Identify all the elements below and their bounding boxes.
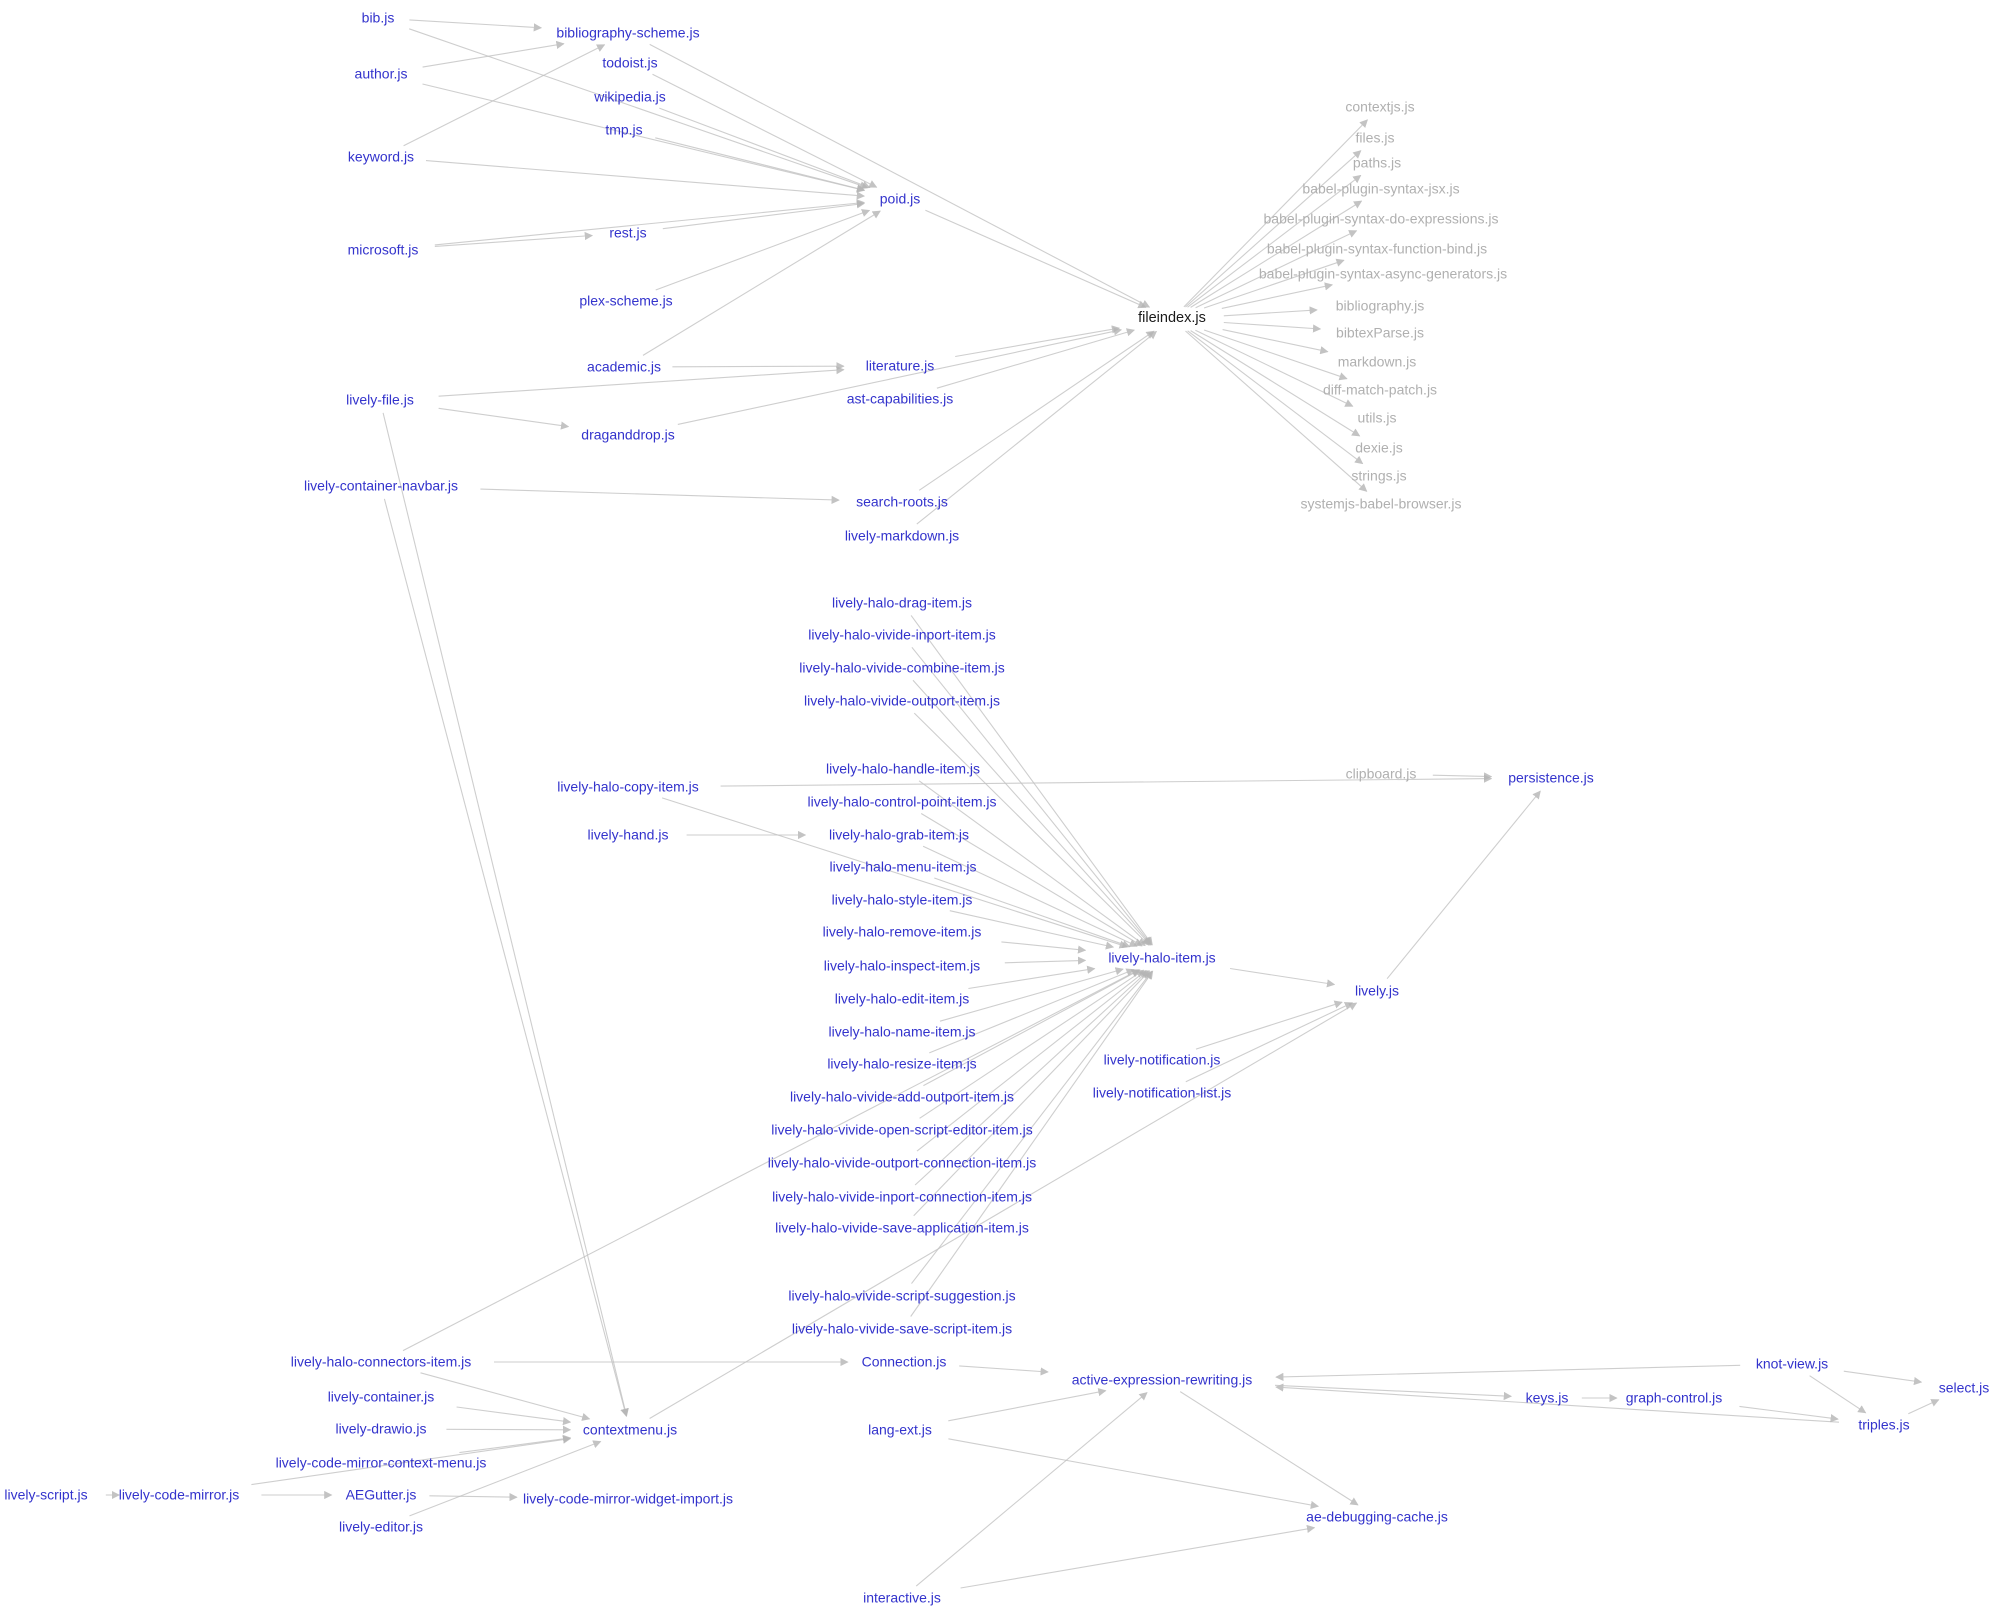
node-contextjs[interactable]: contextjs.js: [1345, 98, 1415, 115]
node-AEGutter[interactable]: AEGutter.js: [345, 1486, 417, 1503]
node-lively-halo-drag-item[interactable]: lively-halo-drag-item.js: [831, 594, 973, 611]
node-lively-container[interactable]: lively-container.js: [327, 1388, 435, 1405]
node-search-roots[interactable]: search-roots.js: [856, 493, 948, 510]
node-knot-view[interactable]: knot-view.js: [1755, 1355, 1829, 1372]
node-keyword[interactable]: keyword.js: [347, 148, 415, 165]
node-lively-file[interactable]: lively-file.js: [346, 391, 414, 408]
node-markdown[interactable]: markdown.js: [1337, 353, 1417, 370]
node-rest[interactable]: rest.js: [609, 224, 647, 241]
node-bibliography-scheme[interactable]: bibliography-scheme.js: [556, 24, 700, 41]
node-lively-halo-vivide-outport-connection-item[interactable]: lively-halo-vivide-outport-connection-it…: [767, 1154, 1037, 1171]
node-lively[interactable]: lively.js: [1354, 982, 1400, 999]
node-bibtexParse[interactable]: bibtexParse.js: [1336, 324, 1424, 341]
node-dexie[interactable]: dexie.js: [1355, 439, 1403, 456]
node-babel-plugin-syntax-do-expressions[interactable]: babel-plugin-syntax-do-expressions.js: [1263, 210, 1499, 227]
node-clipboard[interactable]: clipboard.js: [1345, 765, 1417, 782]
node-lively-halo-vivide-script-suggestion[interactable]: lively-halo-vivide-script-suggestion.js: [788, 1287, 1016, 1304]
node-lively-halo-vivide-inport-connection-item[interactable]: lively-halo-vivide-inport-connection-ite…: [772, 1188, 1032, 1205]
node-lively-halo-vivide-open-script-editor-item[interactable]: lively-halo-vivide-open-script-editor-it…: [771, 1121, 1033, 1138]
node-lively-code-mirror[interactable]: lively-code-mirror.js: [118, 1486, 240, 1503]
node-lively-halo-vivide-outport-item[interactable]: lively-halo-vivide-outport-item.js: [803, 692, 1001, 709]
node-lively-halo-menu-item[interactable]: lively-halo-menu-item.js: [829, 858, 977, 875]
node-lively-code-mirror-context-menu[interactable]: lively-code-mirror-context-menu.js: [275, 1454, 487, 1471]
node-lively-halo-item[interactable]: lively-halo-item.js: [1108, 949, 1216, 966]
node-select[interactable]: select.js: [1938, 1379, 1990, 1396]
node-babel-plugin-syntax-function-bind[interactable]: babel-plugin-syntax-function-bind.js: [1266, 240, 1488, 257]
node-lively-drawio[interactable]: lively-drawio.js: [335, 1420, 427, 1437]
node-triples[interactable]: triples.js: [1858, 1416, 1910, 1433]
node-active-expression-rewriting[interactable]: active-expression-rewriting.js: [1071, 1371, 1253, 1388]
node-lively-script[interactable]: lively-script.js: [4, 1486, 88, 1503]
node-systemjs-babel-browser[interactable]: systemjs-babel-browser.js: [1300, 495, 1462, 512]
node-lively-halo-vivide-add-outport-item[interactable]: lively-halo-vivide-add-outport-item.js: [789, 1088, 1015, 1105]
node-wikipedia[interactable]: wikipedia.js: [594, 88, 666, 105]
node-lively-notification[interactable]: lively-notification.js: [1103, 1051, 1221, 1068]
node-lively-halo-connectors-item[interactable]: lively-halo-connectors-item.js: [290, 1353, 472, 1370]
node-interactive[interactable]: interactive.js: [863, 1589, 941, 1606]
node-lively-halo-grab-item[interactable]: lively-halo-grab-item.js: [828, 826, 970, 843]
node-draganddrop[interactable]: draganddrop.js: [581, 426, 675, 443]
node-paths[interactable]: paths.js: [1352, 154, 1402, 171]
node-lively-halo-resize-item[interactable]: lively-halo-resize-item.js: [827, 1055, 977, 1072]
node-contextmenu[interactable]: contextmenu.js: [582, 1421, 678, 1438]
node-lively-halo-vivide-save-application-item[interactable]: lively-halo-vivide-save-application-item…: [775, 1219, 1029, 1236]
node-lively-container-navbar[interactable]: lively-container-navbar.js: [303, 477, 459, 494]
node-lively-halo-handle-item[interactable]: lively-halo-handle-item.js: [825, 760, 981, 777]
node-babel-plugin-syntax-jsx[interactable]: babel-plugin-syntax-jsx.js: [1302, 180, 1460, 197]
node-todoist[interactable]: todoist.js: [602, 54, 658, 71]
node-persistence[interactable]: persistence.js: [1508, 769, 1594, 786]
node-lively-markdown[interactable]: lively-markdown.js: [844, 527, 960, 544]
node-lively-halo-control-point-item[interactable]: lively-halo-control-point-item.js: [807, 793, 997, 810]
node-lively-halo-vivide-save-script-item[interactable]: lively-halo-vivide-save-script-item.js: [791, 1320, 1013, 1337]
node-tmp[interactable]: tmp.js: [605, 121, 643, 138]
node-keys[interactable]: keys.js: [1525, 1389, 1569, 1406]
node-graph-control[interactable]: graph-control.js: [1625, 1389, 1723, 1406]
node-literature[interactable]: literature.js: [865, 357, 935, 374]
node-diff-match-patch[interactable]: diff-match-patch.js: [1322, 381, 1438, 398]
node-lively-notification-list[interactable]: lively-notification-list.js: [1092, 1084, 1232, 1101]
node-fileindex[interactable]: fileindex.js: [1138, 310, 1206, 327]
node-lang-ext[interactable]: lang-ext.js: [868, 1421, 932, 1438]
node-microsoft[interactable]: microsoft.js: [347, 241, 419, 258]
node-ast-capabilities[interactable]: ast-capabilities.js: [846, 390, 954, 407]
node-utils[interactable]: utils.js: [1357, 409, 1397, 426]
node-lively-halo-remove-item[interactable]: lively-halo-remove-item.js: [822, 923, 982, 940]
node-author[interactable]: author.js: [354, 65, 408, 82]
node-strings[interactable]: strings.js: [1351, 467, 1407, 484]
node-lively-editor[interactable]: lively-editor.js: [338, 1518, 424, 1535]
node-files[interactable]: files.js: [1355, 129, 1395, 146]
node-lively-halo-style-item[interactable]: lively-halo-style-item.js: [831, 891, 973, 908]
node-babel-plugin-syntax-async-generators[interactable]: babel-plugin-syntax-async-generators.js: [1258, 265, 1508, 282]
node-Connection[interactable]: Connection.js: [861, 1353, 947, 1370]
node-lively-halo-copy-item[interactable]: lively-halo-copy-item.js: [557, 778, 699, 795]
node-plex-scheme[interactable]: plex-scheme.js: [579, 292, 673, 309]
node-lively-halo-vivide-combine-item[interactable]: lively-halo-vivide-combine-item.js: [799, 659, 1005, 676]
node-lively-halo-inspect-item[interactable]: lively-halo-inspect-item.js: [823, 957, 981, 974]
node-lively-halo-vivide-inport-item[interactable]: lively-halo-vivide-inport-item.js: [808, 626, 996, 643]
node-bibliography[interactable]: bibliography.js: [1335, 297, 1425, 314]
node-lively-hand[interactable]: lively-hand.js: [587, 826, 669, 843]
node-poid[interactable]: poid.js: [879, 190, 921, 207]
node-lively-code-mirror-widget-import[interactable]: lively-code-mirror-widget-import.js: [522, 1490, 734, 1507]
node-ae-debugging-cache[interactable]: ae-debugging-cache.js: [1306, 1508, 1448, 1525]
node-lively-halo-edit-item[interactable]: lively-halo-edit-item.js: [834, 990, 970, 1007]
node-bib[interactable]: bib.js: [361, 9, 395, 26]
node-lively-halo-name-item[interactable]: lively-halo-name-item.js: [828, 1023, 976, 1040]
node-academic[interactable]: academic.js: [587, 358, 661, 375]
